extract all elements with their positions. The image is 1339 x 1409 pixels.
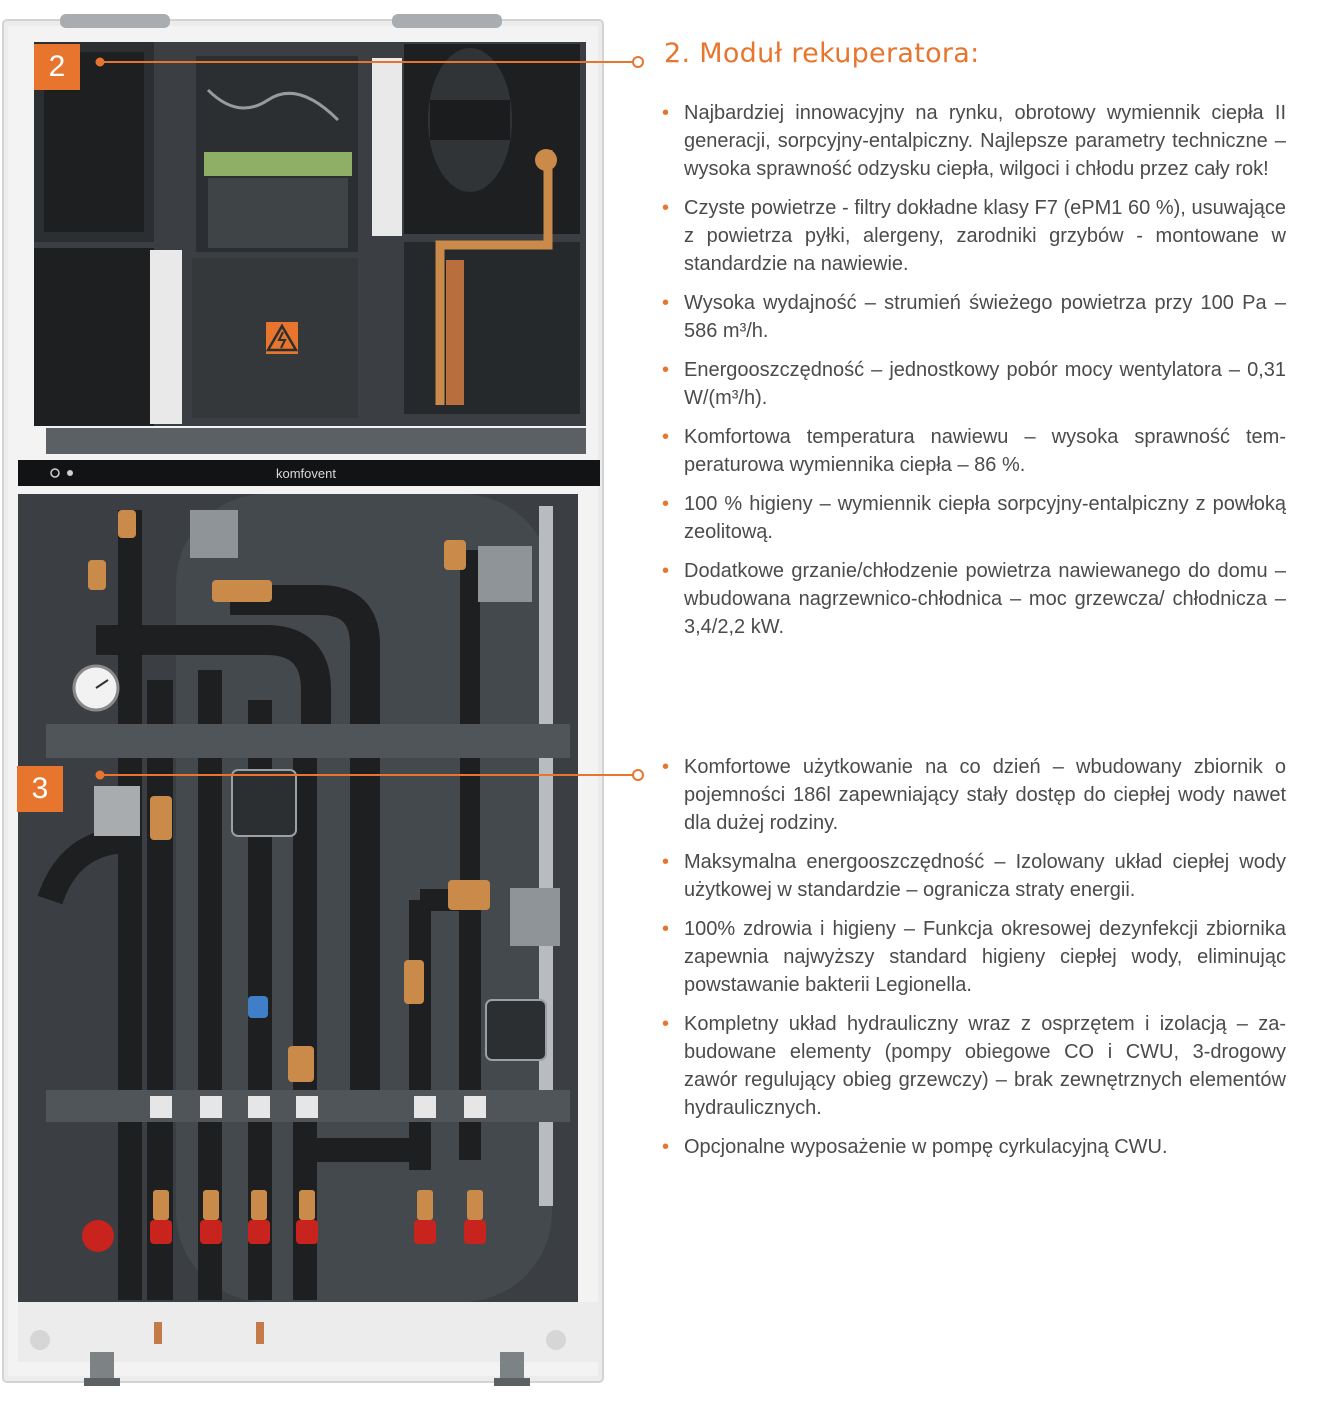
feature-text: Maksymalna energooszczędność – Izolowany… <box>684 851 1286 901</box>
bullet-icon: • <box>662 918 670 940</box>
section-2-feature-list: • Najbardziej innowacyjny na rynku, obrot… <box>662 99 1286 652</box>
bullet-icon: • <box>662 756 670 778</box>
bullet-icon: • <box>662 1013 670 1035</box>
feature-list-item: • Komfortowa temperatura nawiewu – wysoka… <box>662 423 1286 479</box>
feature-text: Komfortowe użytkowanie na co dzień – wbu… <box>684 756 1286 834</box>
recuperator-module-interior <box>34 42 586 454</box>
feature-list-item: • Opcjonalne wyposażenie w pompę cyrkulac… <box>662 1133 1286 1161</box>
feature-list-item: • Komfortowe użytkowanie na co dzień – wb… <box>662 753 1286 837</box>
electrical-hazard-icon <box>265 322 299 354</box>
feature-text: Kompletny układ hydrauliczny wraz z ospr… <box>684 1013 1286 1119</box>
bullet-icon: • <box>662 493 670 515</box>
feature-list-item: • Wysoka wydajność – strumień świeżego po… <box>662 289 1286 345</box>
feature-text: 100% zdrowia i higieny – Funkcja okresow… <box>684 918 1286 996</box>
feature-list-item: • Najbardziej innowacyjny na rynku, obrot… <box>662 99 1286 183</box>
feature-text: 100 % higieny – wymiennik ciepła sorpcyj… <box>684 493 1286 543</box>
section-3-feature-list: • Komfortowe użytkowanie na co dzień – wb… <box>662 753 1286 1172</box>
hydraulic-module-interior <box>18 494 578 1302</box>
feature-list-item: • Dodatkowe grzanie/chłodzenie powietrza … <box>662 557 1286 641</box>
module-3-badge: 3 <box>17 766 63 812</box>
feature-list-item: • 100 % higieny – wymiennik ciepła sorpcy… <box>662 490 1286 546</box>
bullet-icon: • <box>662 292 670 314</box>
bullet-icon: • <box>662 560 670 582</box>
bullet-icon: • <box>662 197 670 219</box>
module-2-badge: 2 <box>34 44 80 90</box>
section-2-heading: 2. Moduł rekuperatora: <box>664 38 980 69</box>
unit-brand-label: komfovent <box>276 466 336 481</box>
feature-text: Energooszczędność – jednostkowy pobór mo… <box>684 359 1286 409</box>
bullet-icon: • <box>662 1136 670 1158</box>
feature-list-item: • 100% zdrowia i higieny – Funkcja okreso… <box>662 915 1286 999</box>
bullet-icon: • <box>662 359 670 381</box>
connector-line-module-3 <box>95 769 644 781</box>
feature-text: Czyste powietrze - filtry dokładne klasy… <box>684 197 1286 275</box>
heat-pump-unit-illustration: komfovent <box>2 14 604 1386</box>
feature-list-item: • Kompletny układ hydrauliczny wraz z osp… <box>662 1010 1286 1122</box>
control-display-panel: komfovent <box>18 460 600 486</box>
feature-text: Komfortowa temperatura nawiewu – wysoka … <box>684 426 1286 476</box>
feature-text: Wysoka wydajność – strumień świeżego pow… <box>684 292 1286 342</box>
bullet-icon: • <box>662 851 670 873</box>
feature-list-item: • Energooszczędność – jednostkowy pobór m… <box>662 356 1286 412</box>
bullet-icon: • <box>662 102 670 124</box>
feature-list-item: • Maksymalna energooszczędność – Izolowan… <box>662 848 1286 904</box>
feature-list-item: • Czyste powietrze - filtry dokładne klas… <box>662 194 1286 278</box>
feature-text: Opcjonalne wyposażenie w pompę cyrkulacy… <box>684 1136 1168 1158</box>
bullet-icon: • <box>662 426 670 448</box>
feature-text: Dodatkowe grzanie/chłodzenie powietrza n… <box>684 560 1286 638</box>
connector-line-module-2 <box>95 56 644 68</box>
feature-text: Najbardziej innowacyjny na rynku, obroto… <box>684 102 1286 180</box>
